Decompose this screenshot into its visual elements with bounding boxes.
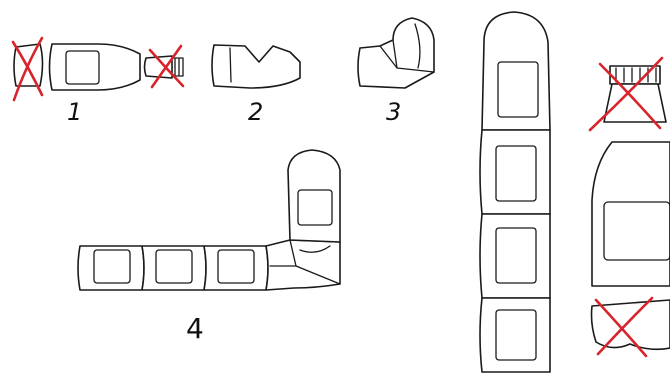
step2-notched-body bbox=[212, 45, 300, 88]
step-1-label: 1 bbox=[67, 100, 82, 124]
step-4-label: 4 bbox=[186, 315, 204, 343]
step4-vertical-segment bbox=[288, 150, 340, 242]
step4-segment-1 bbox=[78, 246, 144, 290]
step4-elbow-joint bbox=[266, 240, 340, 290]
step-3-label: 3 bbox=[386, 100, 401, 124]
step4-segment-2 bbox=[142, 246, 206, 290]
stacked-column bbox=[480, 12, 550, 372]
step-2-label: 2 bbox=[248, 100, 263, 124]
reference-bottle-body bbox=[592, 142, 670, 286]
reference-bottle-cap bbox=[604, 66, 666, 122]
step3-folded-body bbox=[358, 18, 434, 88]
step4-segment-3 bbox=[204, 246, 268, 290]
step1-bottle-body bbox=[50, 44, 141, 90]
